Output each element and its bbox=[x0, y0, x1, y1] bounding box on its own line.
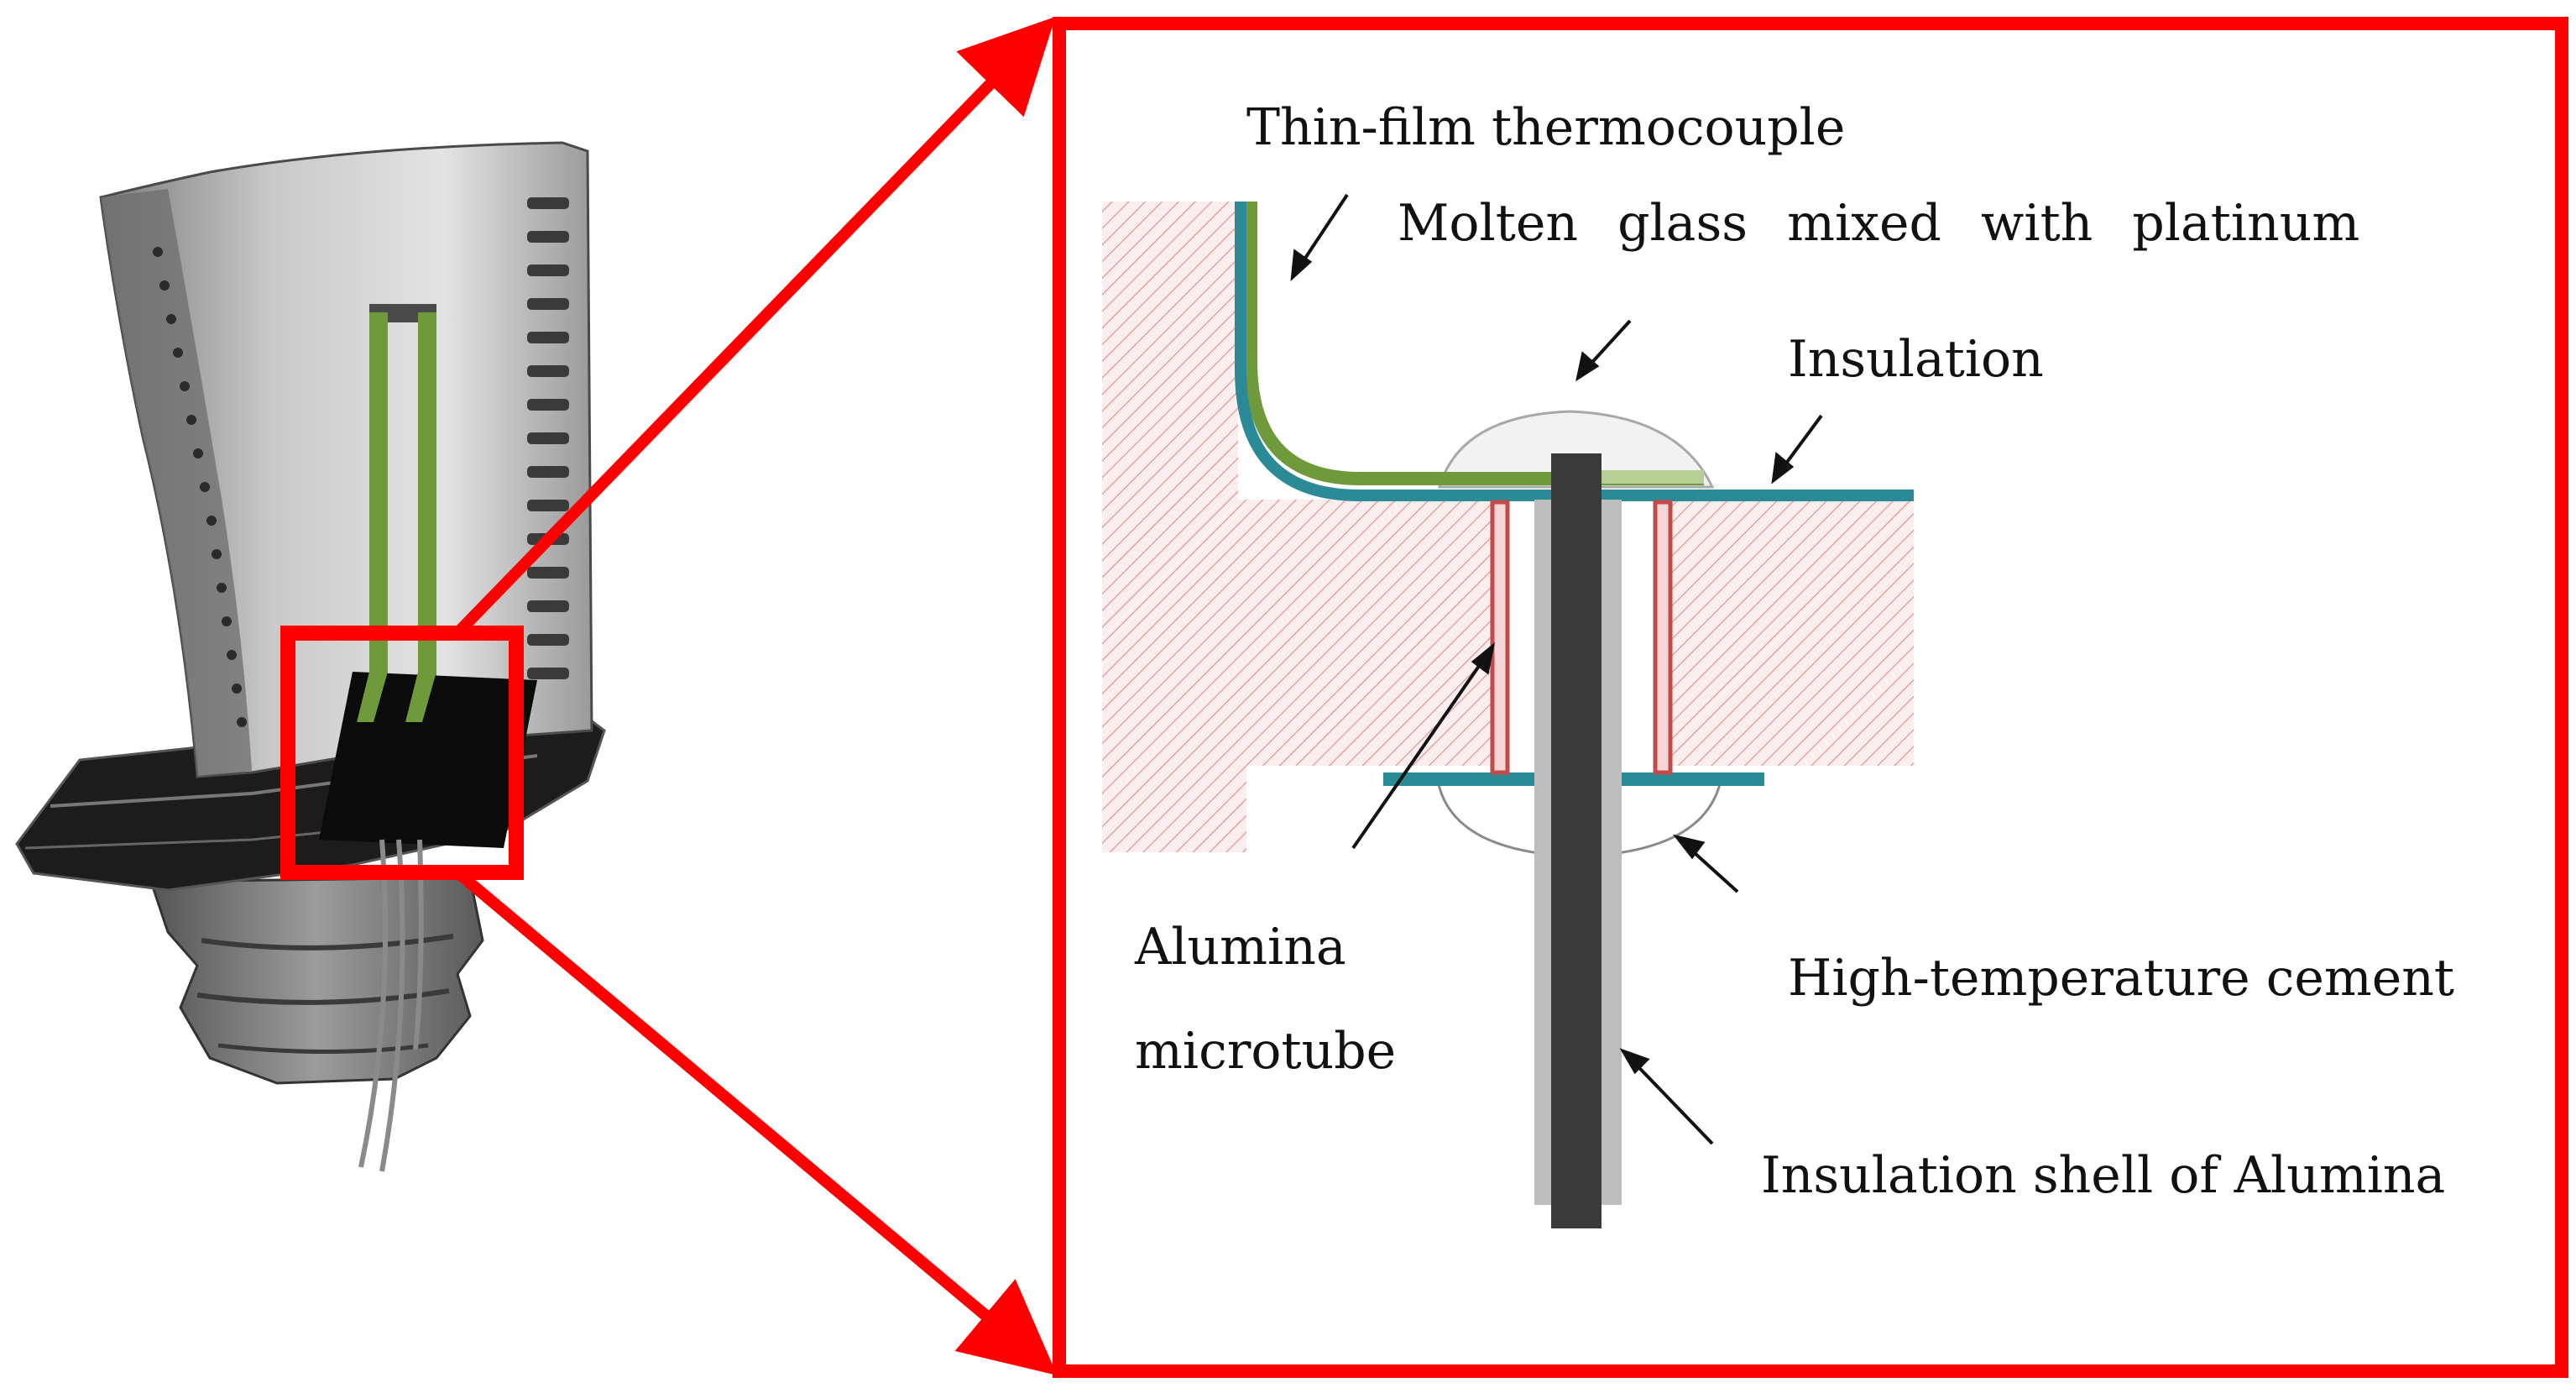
alumina-microtube-wall-left bbox=[1490, 500, 1510, 775]
labels: Thin-film thermocouple Molten glass mixe… bbox=[1134, 98, 2454, 1205]
cross-section-detail bbox=[1102, 202, 1914, 1228]
cooling-slots-trailing-edge bbox=[527, 197, 569, 679]
insulation-layer bbox=[1235, 202, 1914, 501]
zoom-arrow-bottom bbox=[453, 867, 1058, 1375]
label-thin-film-thermocouple: Thin-film thermocouple bbox=[1246, 98, 1845, 157]
cooling-holes-leading-edge bbox=[153, 247, 247, 727]
zoom-arrow-top bbox=[452, 16, 1056, 637]
cement-dome-upper bbox=[1437, 410, 1715, 489]
arrow-microtube bbox=[1351, 645, 1494, 850]
alumina-microtube-wall-right bbox=[1653, 500, 1673, 775]
zoom-indicator bbox=[280, 16, 2568, 1378]
label-high-temperature-cement: High-temperature cement bbox=[1788, 949, 2454, 1008]
label-molten-glass: Molten glass mixed with platinum bbox=[1398, 194, 2359, 253]
lead-wire-core bbox=[1551, 453, 1602, 1228]
label-insulation-shell: Insulation shell of Alumina bbox=[1761, 1146, 2445, 1205]
label-alumina-microtube-line1: Alumina bbox=[1134, 918, 1346, 977]
blade-thermocouple-legs bbox=[319, 304, 537, 848]
label-insulation: Insulation bbox=[1788, 330, 2044, 389]
zoom-detail-frame bbox=[1053, 17, 2568, 1378]
zoom-source-box bbox=[280, 626, 524, 880]
callout-arrows bbox=[1290, 193, 1823, 1145]
thermocouple-film bbox=[1244, 202, 1704, 485]
label-alumina-microtube-line2: microtube bbox=[1135, 1022, 1396, 1081]
